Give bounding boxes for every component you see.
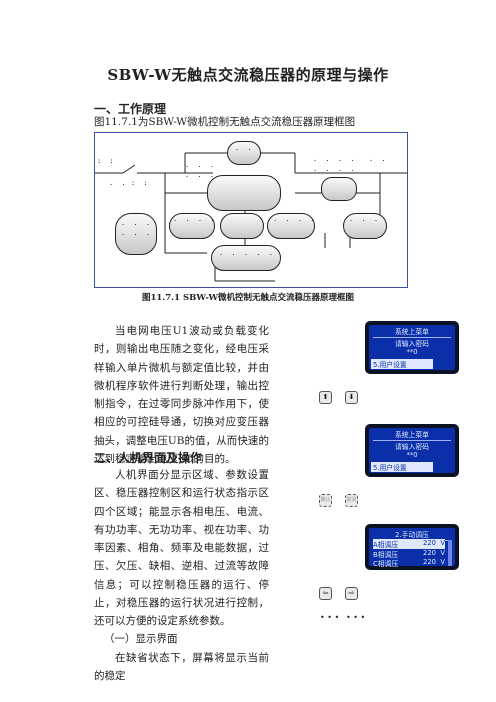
paragraph-2: 人机界面分显示区域、参数设置区、稳压器控制区和运行状态指示区四个区域；能显示各相… (94, 469, 269, 628)
up-arrow-button[interactable]: ⬆ (319, 391, 332, 404)
scrollbar[interactable] (448, 540, 452, 566)
screen-title: 系统上菜单 (373, 429, 451, 441)
menu-item-user-settings[interactable]: 5.用户设置 (371, 359, 433, 369)
phase-label: A相调压 (373, 541, 399, 549)
password-field[interactable]: **0 (406, 451, 418, 459)
block-diagram: : : . . : : . . . . . . . . . . . . . . … (94, 132, 408, 288)
phase-unit: V (440, 558, 445, 566)
right-arrow-button[interactable]: ⇨ (345, 587, 358, 600)
left-arrow-button[interactable]: ⇦ (319, 587, 332, 600)
phase-unit: V (440, 549, 445, 557)
phase-a-row[interactable]: A相调压 220 V (373, 539, 445, 549)
down-arrow-button[interactable]: ⬇ (345, 391, 358, 404)
section1-heading: 一、工作原理 (94, 102, 167, 116)
figure-caption: 图11.7.1 SBW-W微机控制无触点交流稳压器原理框图 (141, 293, 355, 303)
phase-b-row[interactable]: B相调压 220 V (373, 549, 445, 559)
lcd-screen-login-2: 系统上菜单 请输入密码 **0 5.用户设置 (365, 424, 459, 477)
phase-c-row[interactable]: C相调压 220 V (373, 558, 445, 568)
section1-intro: 图11.7.1为SBW-W微机控制无触点交流稳压器原理框图 (94, 116, 356, 128)
section2-heading: 二、人机界面及操作 (94, 451, 203, 465)
more-indicator-left: • • • (320, 613, 340, 622)
phase-unit: V (440, 539, 445, 547)
screen-title: 系统上菜单 (373, 326, 451, 338)
cancel-soft-button[interactable]: 取消 (345, 494, 358, 507)
lcd-screen-manual-regulation: 2.手动调压 A相调压 220 V B相调压 220 V C相调压 220 V (365, 524, 459, 570)
lcd-screen-login-1: 系统上菜单 请输入密码 **0 5.用户设置 (365, 321, 459, 374)
doc-title: SBW-W无触点交流稳压器的原理与操作 (107, 66, 389, 84)
phase-value: 220 (423, 558, 437, 566)
phase-label: B相调压 (373, 551, 399, 559)
screen-prompt: 请输入密码 (395, 443, 429, 451)
subheading-display: （一）显示界面 (104, 633, 178, 645)
menu-item-user-settings[interactable]: 5.用户设置 (371, 462, 433, 472)
paragraph-1: 当电网电压U1波动或负载变化时，则输出电压随之变化，经电压采样输入单片微机与额定… (94, 325, 269, 466)
password-field[interactable]: **0 (406, 348, 418, 356)
confirm-soft-button[interactable]: 确认 (319, 494, 332, 507)
screen-prompt: 请输入密码 (395, 340, 429, 348)
phase-value: 220 (423, 539, 437, 547)
phase-label: C相调压 (373, 560, 399, 568)
more-indicator-right: • • • (346, 613, 366, 622)
phase-value: 220 (423, 549, 437, 557)
paragraph-3: 在缺省状态下，屏幕将显示当前的稳定 (94, 652, 269, 683)
